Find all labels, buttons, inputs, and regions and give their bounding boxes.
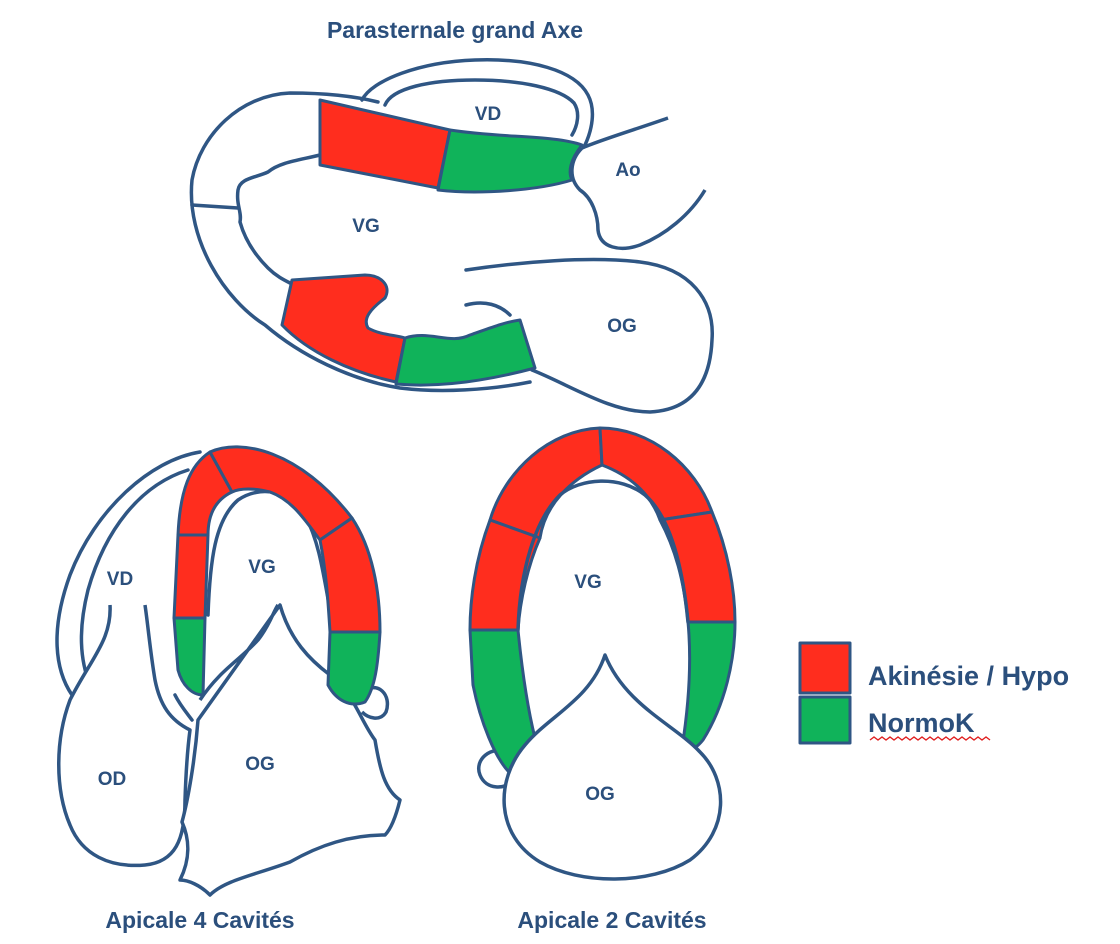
a4c-segment-apical-lateral (318, 516, 382, 634)
a2c-title: Apicale 2 Cavités (517, 907, 706, 933)
plax-label-og: OG (607, 316, 637, 337)
legend: Akinésie / Hypo NormoK (798, 641, 1069, 745)
a4c-segment-basal-lateral (326, 630, 382, 706)
legend-swatch-normal (798, 695, 852, 745)
plax-left-atrium (464, 257, 714, 414)
plax-label-vd: VD (475, 104, 501, 125)
plax-segment-mid-inferolateral (394, 318, 537, 387)
a4c-segment-mid-septal (172, 533, 210, 620)
a4c-label-vd: VD (107, 569, 133, 590)
a4c-title: Apicale 4 Cavités (105, 907, 294, 933)
plax-apex-septum-line (190, 203, 240, 210)
a2c-segment-basal-anterior (680, 620, 737, 752)
a2c-segment-mid-inferior (468, 518, 542, 632)
plax-lv-endocardium (235, 153, 322, 285)
a4c-left-atrium (178, 603, 402, 897)
plax-segment-mid-anteroseptal (436, 128, 584, 194)
plax-aorta (570, 116, 707, 250)
a4c-rv-inner (79, 468, 190, 687)
plax-rv-inner-wall (383, 78, 580, 137)
plax-lv-outer-wall (189, 91, 532, 393)
a4c-label-vg: VG (248, 557, 275, 578)
a2c-lv-endocardium (516, 479, 690, 632)
a4c-septum-base (173, 693, 194, 722)
a2c-left-atrium (502, 653, 723, 881)
plax-rv-outer-wall (360, 58, 595, 147)
plax-label-ao: Ao (615, 160, 640, 181)
a2c-segment-mid-anterior (658, 510, 737, 624)
a4c-label-od: OD (98, 769, 127, 790)
a4c-view: VD VG OD OG Apicale 4 Cavités (55, 445, 402, 933)
spellcheck-underline (869, 736, 991, 741)
legend-swatch-akinesia (798, 641, 852, 695)
legend-label-normal: NormoK (868, 708, 975, 738)
a4c-rv-outer (55, 450, 202, 697)
a4c-segment-apex (208, 445, 354, 542)
plax-title: Parasternale grand Axe (327, 17, 583, 43)
a2c-label-vg: VG (574, 572, 601, 593)
a2c-view: VG OG Apicale 2 Cavités (468, 426, 737, 933)
plax-segment-basal-anteroseptal (318, 98, 452, 190)
plax-view: Parasternale grand Axe VD Ao VG OG (189, 17, 714, 414)
legend-label-akinesia: Akinésie / Hypo (868, 661, 1069, 691)
a4c-label-og: OG (245, 754, 275, 775)
a4c-segment-basal-septal (172, 616, 207, 697)
a2c-label-og: OG (585, 784, 615, 805)
plax-segment-basal-inferolateral (280, 273, 407, 384)
a4c-right-atrium (57, 604, 192, 868)
plax-label-vg: VG (352, 216, 379, 237)
